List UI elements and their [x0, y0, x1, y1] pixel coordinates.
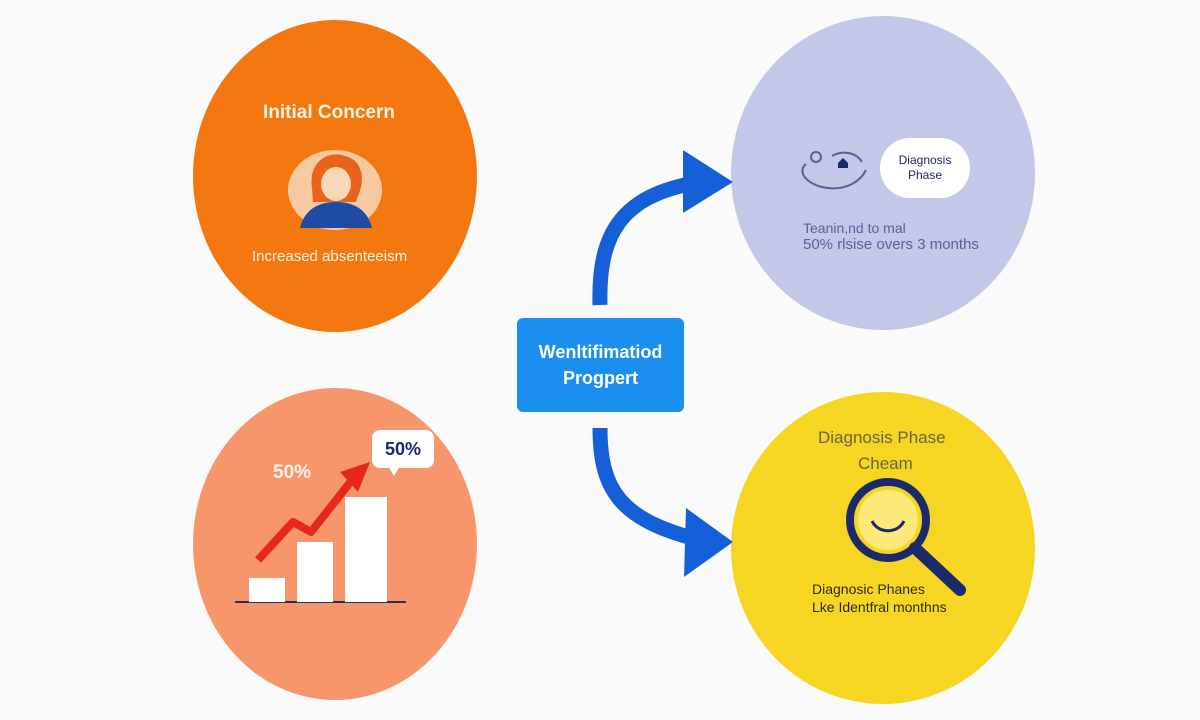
rising-bar-chart-icon	[235, 462, 406, 603]
trend-bubble-tail	[388, 466, 400, 476]
diagnosis-bottom-title2: Cheam	[858, 454, 913, 473]
trend-percent-bubble: 50%	[372, 430, 434, 468]
diagnosis-bubble-line1: Diagnosis	[898, 153, 952, 167]
center-box-line2: Progpert	[562, 368, 638, 388]
diagnosis-bottom-line2: Lke Identfral monthns	[812, 599, 947, 615]
diagnosis-speech-bubble: Diagnosis Phase	[880, 138, 970, 198]
center-box: Wenltifimatiod Progpert	[517, 318, 684, 412]
initial-concern-title: Initial Concern	[263, 102, 395, 123]
center-box-line1: Wenltifimatiod	[538, 342, 663, 362]
arrow-down-right-icon	[592, 427, 733, 577]
magnifier-icon	[846, 478, 966, 596]
trend-percent-label: 50%	[273, 462, 312, 483]
diagnosis-bottom-title1: Diagnosis Phase	[818, 428, 946, 447]
arrow-up-right-icon	[592, 150, 733, 306]
diagnosis-bubble-line2: Phase	[907, 168, 943, 182]
diagnosis-bottom-line1: Diagnosic Phanes	[812, 581, 925, 597]
initial-concern-subtitle: Increased absenteeism	[252, 248, 408, 265]
person-icon	[288, 150, 382, 230]
diagnosis-top-line1: Teanin,nd to mal	[803, 220, 906, 236]
link-network-icon	[801, 151, 867, 190]
diagnosis-top-line2: 50% rlsise overs 3 months	[803, 236, 979, 253]
